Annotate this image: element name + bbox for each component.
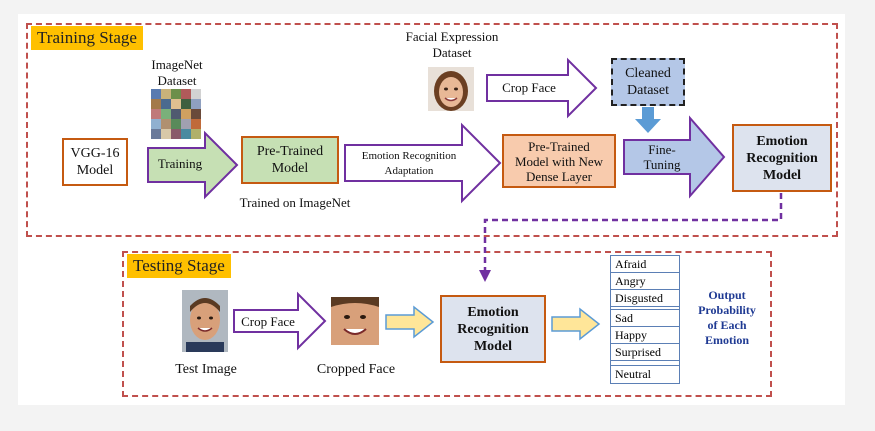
cleaned-dataset-box: Cleaned Dataset — [611, 58, 685, 106]
emotion-surprised: Surprised — [611, 344, 679, 361]
dashed-connector — [483, 193, 783, 272]
training-arrow — [147, 130, 239, 200]
test-image-face — [182, 290, 228, 352]
adaptation-arrow-label: Emotion Recognition Adaptation — [361, 150, 457, 177]
facial-expression-face-image — [428, 67, 474, 111]
emotion-happy: Happy — [611, 327, 679, 344]
trained-on-imagenet-label: Trained on ImageNet — [239, 195, 351, 210]
emotion-sad: Sad — [611, 310, 679, 327]
crop-face-arrow-label-testing: Crop Face — [241, 314, 295, 329]
emotion-angry: Angry — [611, 273, 679, 290]
list-divider — [611, 307, 679, 310]
crop-face-arrow-testing — [233, 291, 327, 351]
yellow-arrow-1 — [385, 305, 435, 339]
cropped-face-label: Cropped Face — [316, 362, 396, 377]
training-stage-label: Training Stage — [31, 26, 143, 50]
training-stage-region — [26, 23, 838, 237]
emotion-probability-list: Afraid Angry Disgusted Sad Happy Surpris… — [610, 255, 680, 384]
emotion-disgusted: Disgusted — [611, 290, 679, 307]
adaptation-arrow — [344, 122, 502, 204]
pretrained-model-box: Pre-Trained Model — [241, 136, 339, 184]
fine-tuning-arrow-label: Fine- Tuning — [643, 142, 681, 172]
vgg16-model-box: VGG-16 Model — [62, 138, 128, 186]
emotion-afraid: Afraid — [611, 256, 679, 273]
down-arrow-icon — [635, 107, 661, 133]
connector-arrowhead-icon — [479, 270, 491, 282]
fine-tuning-arrow — [623, 115, 726, 199]
imagenet-mosaic-image — [151, 89, 201, 139]
crop-face-arrow-label: Crop Face — [502, 80, 556, 95]
dense-layer-model-box: Pre-Trained Model with New Dense Layer — [502, 134, 616, 188]
facial-expression-dataset-label: Facial Expression Dataset — [405, 29, 499, 60]
training-arrow-label: Training — [157, 156, 203, 171]
testing-stage-region — [122, 251, 772, 397]
testing-stage-label: Testing Stage — [127, 254, 231, 278]
list-divider — [611, 361, 679, 366]
imagenet-dataset-label: ImageNet Dataset — [151, 57, 203, 88]
output-probability-label: Output Probability of Each Emotion — [698, 288, 756, 347]
emotion-recognition-model-testing: Emotion Recognition Model — [440, 295, 546, 363]
cropped-face-image — [331, 297, 379, 345]
emotion-neutral: Neutral — [615, 367, 651, 381]
crop-face-arrow-training — [486, 57, 598, 119]
test-image-label: Test Image — [175, 362, 237, 377]
emotion-recognition-model-training: Emotion Recognition Model — [732, 124, 832, 192]
yellow-arrow-2 — [551, 307, 601, 341]
